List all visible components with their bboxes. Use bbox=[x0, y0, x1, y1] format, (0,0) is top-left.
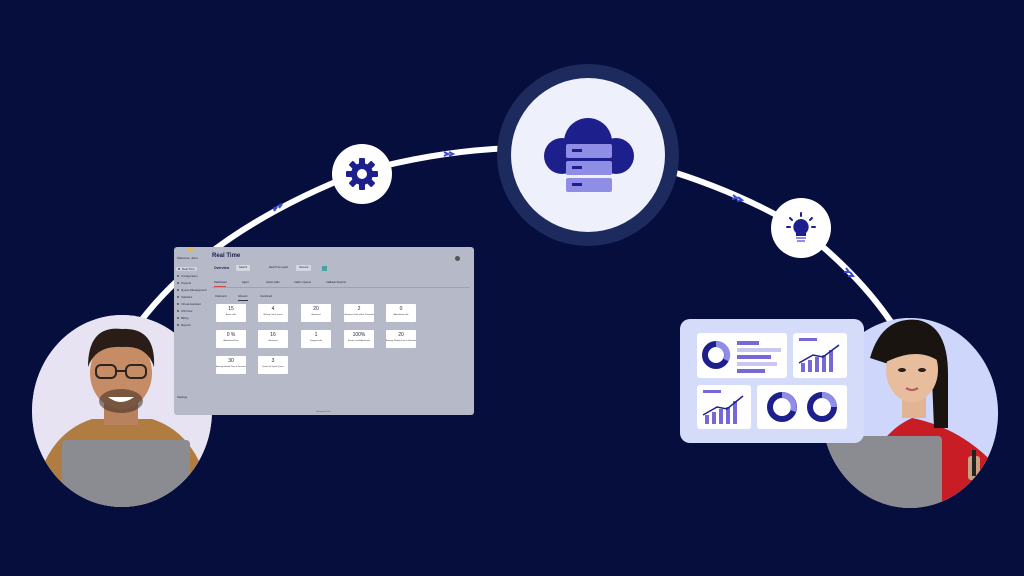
donut-bars-widget bbox=[697, 333, 787, 378]
lightbulb-node bbox=[771, 198, 831, 258]
tab-dashboard[interactable]: Dashboard bbox=[214, 281, 227, 284]
cloud-server-icon bbox=[544, 118, 634, 192]
analytics-panel bbox=[680, 319, 864, 443]
active-tab-indicator bbox=[214, 286, 226, 287]
sidebar-item-queue-management[interactable]: Queue Management bbox=[177, 288, 207, 292]
tab-inbound[interactable]: Inbound bbox=[238, 295, 248, 298]
report-type-label: Real Time report bbox=[269, 266, 289, 269]
sidebar-item-virtual-assistant[interactable]: Virtual Assistant bbox=[177, 302, 201, 306]
sidebar-item-settings[interactable]: Settings bbox=[177, 395, 188, 399]
bar-chart-widget bbox=[697, 385, 751, 429]
chevron-double-right-icon bbox=[272, 203, 283, 212]
tab-overview[interactable]: Overview bbox=[214, 266, 230, 270]
dashboard-sidebar: Welcome, John Real Time Configuration Pr… bbox=[174, 247, 212, 415]
metric-card: 100%Service Level Agreement bbox=[344, 330, 374, 348]
lightbulb-icon bbox=[786, 212, 816, 242]
tab-divider bbox=[212, 287, 470, 288]
sidebar-item-statistics[interactable]: Statistics bbox=[177, 295, 192, 299]
tab-active-calls[interactable]: Active Calls bbox=[266, 281, 280, 284]
tab-outbound[interactable]: Outbound bbox=[215, 295, 227, 298]
page-title: Real Time bbox=[212, 253, 241, 259]
cloud-server-hub bbox=[511, 78, 665, 232]
tab-callback-reports[interactable]: Callback Reports bbox=[326, 281, 346, 284]
tab-combined[interactable]: Combined bbox=[260, 295, 272, 298]
brand-text: Welcome, John bbox=[177, 256, 198, 260]
refresh-icon[interactable] bbox=[322, 266, 327, 271]
report-type-select[interactable]: Inbound bbox=[296, 265, 312, 271]
sidebar-item-configuration[interactable]: Configuration bbox=[177, 274, 198, 278]
tab-agent[interactable]: Agent bbox=[242, 281, 249, 284]
search-button[interactable]: Search bbox=[236, 265, 251, 271]
tab-calls-in-queue[interactable]: Calls in Queue bbox=[294, 281, 312, 284]
sidebar-item-projects[interactable]: Projects bbox=[177, 281, 191, 285]
sidebar-item-reports[interactable]: Reports bbox=[177, 323, 191, 327]
sidebar-item-ivr-flow[interactable]: IVR Flow bbox=[177, 309, 192, 313]
gear-node bbox=[332, 144, 392, 204]
avatar[interactable] bbox=[455, 256, 460, 261]
metric-card: 0 %Abandoned Rate bbox=[216, 330, 246, 348]
gear-icon bbox=[346, 158, 378, 190]
logo-icon bbox=[188, 247, 193, 252]
active-subtab-indicator bbox=[238, 300, 248, 301]
sidebar-item-real-time[interactable]: Real Time bbox=[176, 267, 197, 271]
chevron-double-right-icon bbox=[844, 267, 855, 277]
chevron-double-right-icon bbox=[443, 151, 456, 157]
dashboard-window: Welcome, John Real Time Configuration Pr… bbox=[174, 247, 474, 415]
sidebar-item-billing[interactable]: Billing bbox=[177, 316, 188, 320]
chevron-double-right-icon bbox=[731, 194, 745, 202]
footer-text: Powered by Dial bbox=[316, 411, 331, 413]
donut-charts-widget bbox=[757, 385, 847, 429]
bar-chart-widget bbox=[793, 333, 847, 378]
